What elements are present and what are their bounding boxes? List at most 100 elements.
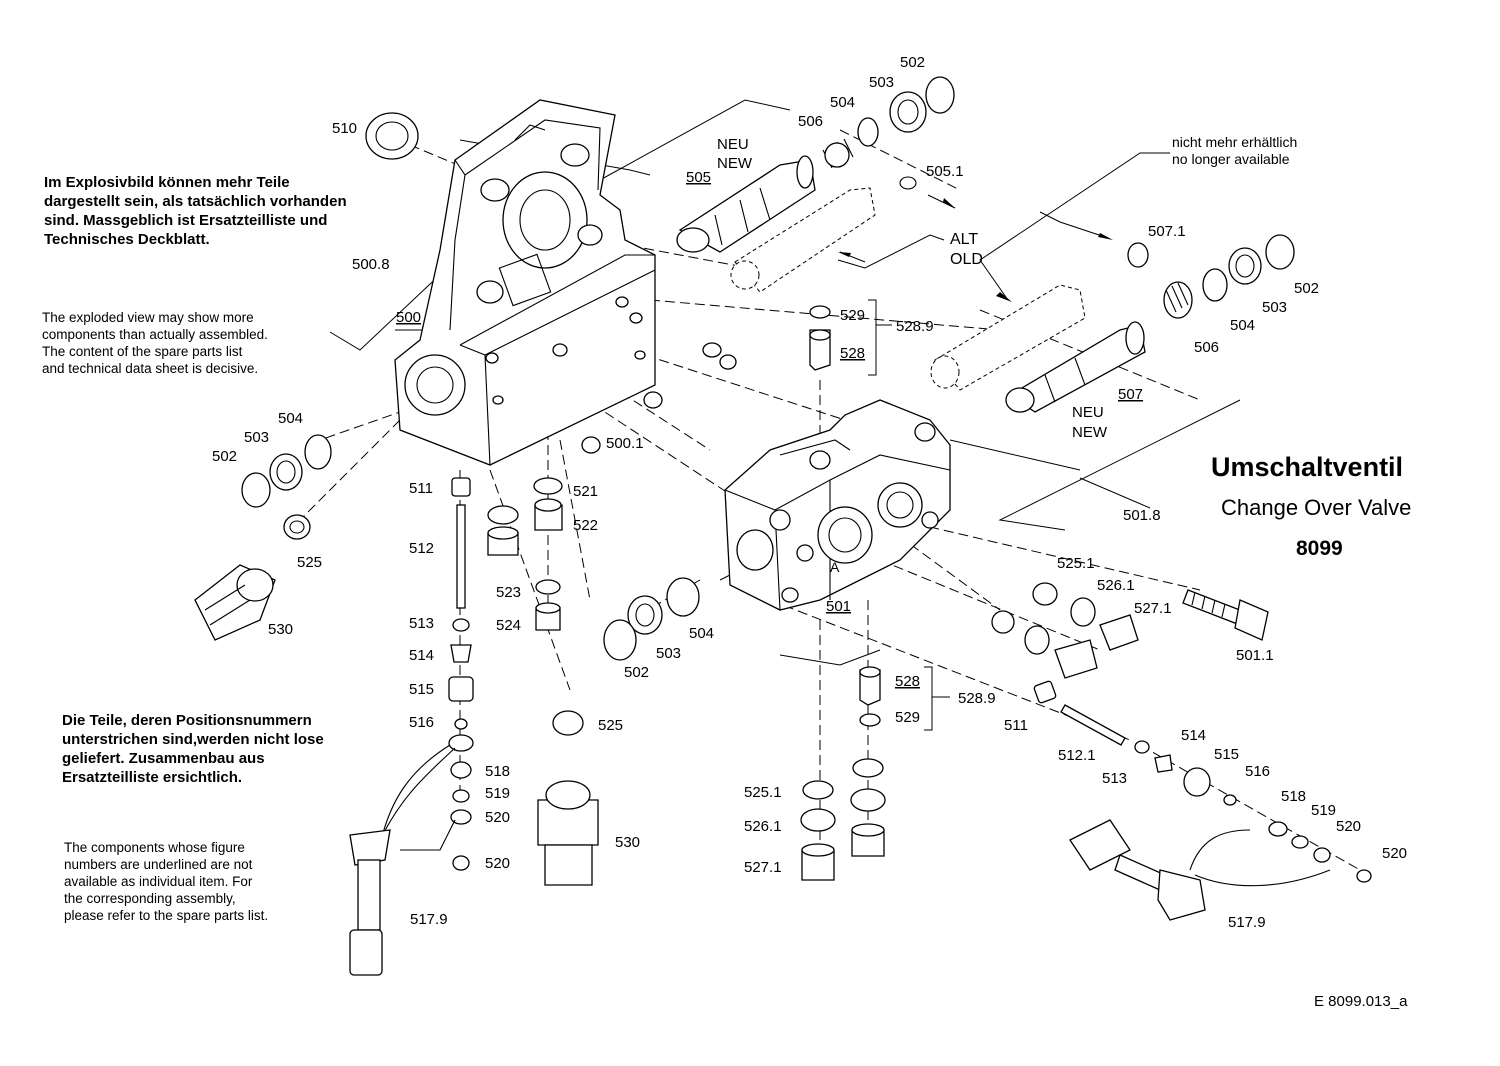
label-506: 506 <box>798 113 823 130</box>
label-515-right: 515 <box>1214 746 1239 763</box>
label-528-9-lower: 528.9 <box>958 690 996 707</box>
note-explosion-en: The exploded view may show more componen… <box>42 310 268 376</box>
label-503: 503 <box>869 74 894 91</box>
label-516-left: 516 <box>409 714 434 731</box>
label-new: NEW <box>717 155 753 172</box>
label-520-left-a: 520 <box>485 809 510 826</box>
label-518-right: 518 <box>1281 788 1306 805</box>
label-500-8: 500.8 <box>352 256 390 273</box>
housing-501 <box>724 399 951 611</box>
left-plug-group <box>241 434 332 540</box>
column-511-520-right <box>1033 680 1372 883</box>
label-519-right: 519 <box>1311 802 1336 819</box>
label-528-upper: 528 <box>840 345 865 362</box>
drawing-reference: E 8099.013_a <box>1314 993 1408 1010</box>
label-528-lower: 528 <box>895 673 920 690</box>
label-527-1-right: 527.1 <box>1134 600 1172 617</box>
label-523: 523 <box>496 584 521 601</box>
label-507: 507 <box>1118 386 1143 403</box>
label-504-right: 504 <box>1230 317 1255 334</box>
title-german: Umschaltventil <box>1211 452 1404 482</box>
spool-507-new <box>1005 321 1146 413</box>
label-501-1: 501.1 <box>1236 647 1274 664</box>
label-530-center: 530 <box>615 834 640 851</box>
label-502-lower: 502 <box>624 664 649 681</box>
label-neu-507: NEU <box>1072 404 1104 421</box>
label-525-1-right: 525.1 <box>1057 555 1095 572</box>
label-500: 500 <box>396 309 421 326</box>
label-511-left: 511 <box>409 480 433 497</box>
bolt-501-1 <box>1182 589 1269 641</box>
label-522: 522 <box>573 517 598 534</box>
label-502-left: 502 <box>212 448 237 465</box>
label-502: 502 <box>900 54 925 71</box>
label-517-9-right: 517.9 <box>1228 914 1266 931</box>
housing-500 <box>394 99 656 466</box>
cable-517-9-left <box>349 744 456 976</box>
upper-spring-group <box>822 76 955 190</box>
label-511-right: 511 <box>1004 717 1028 734</box>
label-514-right: 514 <box>1181 727 1206 744</box>
leader-lines <box>329 99 1241 731</box>
label-501-8: 501.8 <box>1123 507 1161 524</box>
part-labels: 510 502 503 504 506 NEU NEW 505 505.1 ni… <box>212 54 1407 931</box>
label-alt: ALT <box>950 231 978 248</box>
label-506-right: 506 <box>1194 339 1219 356</box>
label-nicht-mehr: nicht mehr erhältlich <box>1172 134 1297 150</box>
label-529-upper: 529 <box>840 307 865 324</box>
label-519-left: 519 <box>485 785 510 802</box>
spool-505-new <box>676 155 816 253</box>
label-503-left: 503 <box>244 429 269 446</box>
label-503-lower: 503 <box>656 645 681 662</box>
plugs-525-1-lower <box>800 780 836 881</box>
label-518-left: 518 <box>485 763 510 780</box>
valve-528-upper <box>809 305 831 371</box>
note-underlined-de: Die Teile, deren Positionsnummern unters… <box>62 712 324 786</box>
label-505-1: 505.1 <box>926 163 964 180</box>
label-new-507: NEW <box>1072 424 1108 441</box>
label-514-left: 514 <box>409 647 434 664</box>
label-neu: NEU <box>717 136 749 153</box>
label-504-left: 504 <box>278 410 303 427</box>
label-old: OLD <box>950 251 983 268</box>
label-513-left: 513 <box>409 615 434 632</box>
label-530-left: 530 <box>268 621 293 638</box>
label-512-1: 512.1 <box>1058 747 1096 764</box>
label-525-center: 525 <box>598 717 623 734</box>
label-501: 501 <box>826 598 851 615</box>
note-explosion-de: Im Explosivbild können mehr Teile darges… <box>44 174 347 248</box>
label-502-right: 502 <box>1294 280 1319 297</box>
label-526-1-lower: 526.1 <box>744 818 782 835</box>
label-520-left-b: 520 <box>485 855 510 872</box>
valve-528-lower <box>850 666 886 857</box>
sensor-530-center <box>537 710 599 886</box>
cable-517-9-right <box>1069 819 1331 921</box>
ring-510 <box>365 112 419 160</box>
label-524: 524 <box>496 617 521 634</box>
label-no-longer: no longer available <box>1172 151 1290 167</box>
label-500-1: 500.1 <box>606 435 644 452</box>
label-517-9-left: 517.9 <box>410 911 448 928</box>
label-504: 504 <box>830 94 855 111</box>
left-rings-501 <box>603 342 737 661</box>
label-521: 521 <box>573 483 598 500</box>
label-525-1-lower: 525.1 <box>744 784 782 801</box>
label-507-1: 507.1 <box>1148 223 1186 240</box>
plugs-521-524 <box>487 436 601 631</box>
label-512: 512 <box>409 540 434 557</box>
label-528-9-upper: 528.9 <box>896 318 934 335</box>
spool-old-upper <box>730 187 876 293</box>
spool-old-lower <box>930 284 1086 391</box>
label-520-right-b: 520 <box>1382 845 1407 862</box>
right-plugs-525-1 <box>991 582 1139 679</box>
title-english: Change Over Valve <box>1221 495 1412 520</box>
column-511-520 <box>448 477 474 871</box>
label-505: 505 <box>686 169 711 186</box>
label-526-1-right: 526.1 <box>1097 577 1135 594</box>
label-529-lower: 529 <box>895 709 920 726</box>
label-516-right: 516 <box>1245 763 1270 780</box>
label-513-right: 513 <box>1102 770 1127 787</box>
label-520-right-a: 520 <box>1336 818 1361 835</box>
